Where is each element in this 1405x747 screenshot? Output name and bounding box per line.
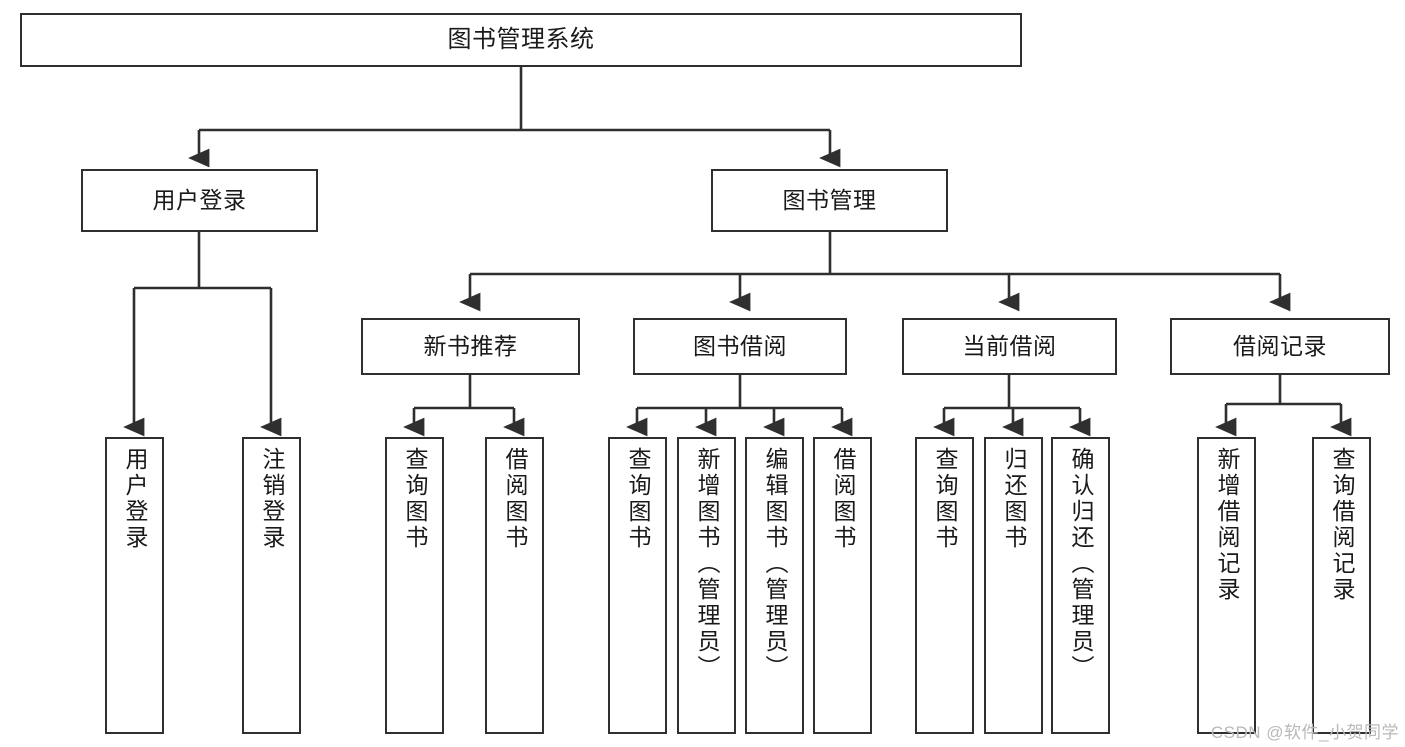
node-label: 新书推荐 bbox=[423, 332, 518, 359]
node-label: 查询图书 bbox=[625, 447, 651, 551]
node-book-borrow[interactable]: 图书借阅 bbox=[633, 318, 847, 375]
node-user-login[interactable]: 用户登录 bbox=[81, 169, 318, 232]
leaf-book-borrow-borrow[interactable]: 借阅图书 bbox=[813, 437, 872, 734]
node-label: 注销登录 bbox=[259, 447, 285, 551]
leaf-new-book-borrow[interactable]: 借阅图书 bbox=[485, 437, 544, 734]
node-book-management[interactable]: 图书管理 bbox=[711, 169, 948, 232]
watermark: CSDN @软件_小贺同学 bbox=[1210, 723, 1399, 742]
node-label: 归还图书 bbox=[1001, 447, 1027, 551]
node-label: 借阅图书 bbox=[830, 447, 856, 551]
node-borrow-record[interactable]: 借阅记录 bbox=[1170, 318, 1390, 375]
node-label: 用户登录 bbox=[152, 186, 247, 213]
leaf-book-borrow-edit[interactable]: 编辑图书（管理员） bbox=[745, 437, 804, 734]
node-new-book-recommend[interactable]: 新书推荐 bbox=[361, 318, 580, 375]
node-label: 新增图书（管理员） bbox=[694, 447, 720, 681]
leaf-borrow-record-query[interactable]: 查询借阅记录 bbox=[1312, 437, 1371, 734]
node-label: 图书管理 bbox=[782, 186, 877, 213]
node-label: 借阅图书 bbox=[502, 447, 528, 551]
node-label: 借阅记录 bbox=[1233, 332, 1327, 359]
leaf-borrow-record-add[interactable]: 新增借阅记录 bbox=[1197, 437, 1256, 734]
node-label: 查询借阅记录 bbox=[1329, 447, 1355, 603]
node-current-borrow[interactable]: 当前借阅 bbox=[902, 318, 1117, 375]
node-label: 图书借阅 bbox=[693, 332, 787, 359]
leaf-new-book-query[interactable]: 查询图书 bbox=[385, 437, 444, 734]
node-label: 图书管理系统 bbox=[447, 25, 595, 53]
leaf-current-borrow-confirm-return[interactable]: 确认归还（管理员） bbox=[1051, 437, 1110, 734]
leaf-current-borrow-return[interactable]: 归还图书 bbox=[984, 437, 1043, 734]
node-label: 新增借阅记录 bbox=[1214, 447, 1240, 603]
node-label: 确认归还（管理员） bbox=[1068, 447, 1094, 681]
node-label: 查询图书 bbox=[932, 447, 958, 551]
leaf-user-login-signin[interactable]: 用户登录 bbox=[105, 437, 164, 734]
leaf-user-login-signout[interactable]: 注销登录 bbox=[242, 437, 301, 734]
leaf-current-borrow-query[interactable]: 查询图书 bbox=[915, 437, 974, 734]
node-label: 查询图书 bbox=[402, 447, 428, 551]
node-label: 当前借阅 bbox=[962, 332, 1057, 359]
node-label: 编辑图书（管理员） bbox=[762, 447, 788, 681]
node-book-management-system[interactable]: 图书管理系统 bbox=[20, 13, 1022, 67]
leaf-book-borrow-query[interactable]: 查询图书 bbox=[608, 437, 667, 734]
node-label: 用户登录 bbox=[122, 447, 148, 551]
leaf-book-borrow-add[interactable]: 新增图书（管理员） bbox=[677, 437, 736, 734]
